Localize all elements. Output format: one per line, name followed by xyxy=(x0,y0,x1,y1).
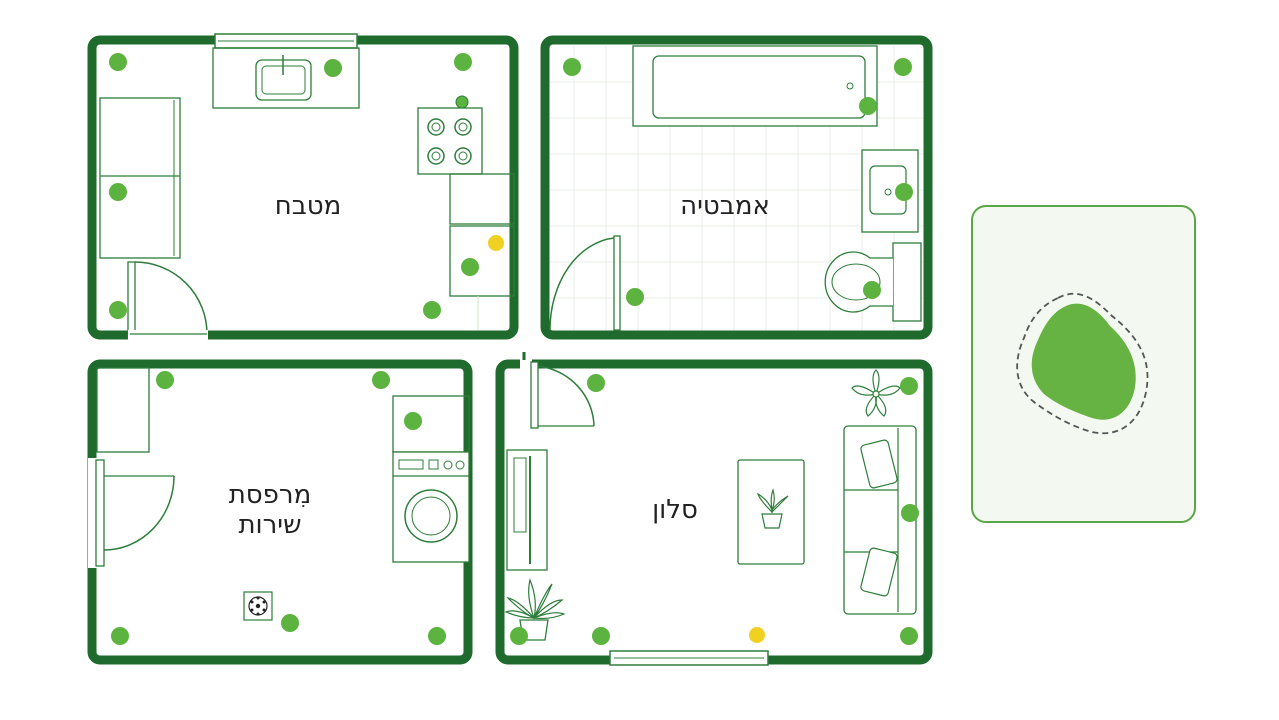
sensor-point[interactable] xyxy=(423,301,441,319)
sensor-point[interactable] xyxy=(455,95,469,109)
sensor-point-warning[interactable] xyxy=(488,235,504,251)
sensor-point[interactable] xyxy=(900,377,918,395)
sensor-point[interactable] xyxy=(109,301,127,319)
kitchen-label: מטבח xyxy=(274,191,342,221)
living-label: סלון xyxy=(652,495,698,525)
sensor-point[interactable] xyxy=(109,183,127,201)
window-icon xyxy=(609,650,769,666)
door-icon xyxy=(549,235,621,331)
sensor-point[interactable] xyxy=(895,183,913,201)
bathroom-label: אמבטיה xyxy=(680,191,770,221)
sensor-point[interactable] xyxy=(428,627,446,645)
laundry-label-line1: מִרפסת xyxy=(228,480,312,510)
window-icon xyxy=(214,33,358,49)
sensor-point[interactable] xyxy=(461,258,479,276)
sensor-point[interactable] xyxy=(901,504,919,522)
bathtub-icon xyxy=(632,45,878,127)
sensor-point[interactable] xyxy=(404,412,422,430)
sensor-point[interactable] xyxy=(324,59,342,77)
plant-icon xyxy=(756,488,789,529)
laundry-room[interactable] xyxy=(87,359,473,665)
sensor-point[interactable] xyxy=(372,371,390,389)
sensor-point[interactable] xyxy=(454,53,472,71)
sensor-point[interactable] xyxy=(587,374,605,392)
door-icon xyxy=(127,261,208,340)
sensor-point[interactable] xyxy=(109,53,127,71)
plant-icon xyxy=(851,369,901,417)
sensor-point[interactable] xyxy=(626,288,644,306)
tv-icon xyxy=(506,449,548,571)
sensor-point[interactable] xyxy=(900,627,918,645)
laundry-label-line2: שירות xyxy=(238,510,302,540)
door-icon xyxy=(88,458,175,568)
living-room[interactable] xyxy=(495,350,933,666)
door-icon xyxy=(520,350,595,429)
blob-icon xyxy=(1016,292,1149,435)
sensor-point[interactable] xyxy=(563,58,581,76)
sensor-points xyxy=(109,53,919,645)
kitchen-room[interactable] xyxy=(87,33,519,340)
sensor-point-warning[interactable] xyxy=(749,627,765,643)
sensor-point[interactable] xyxy=(510,627,528,645)
sensor-point[interactable] xyxy=(592,627,610,645)
stove-icon xyxy=(427,118,472,165)
bathroom-room[interactable] xyxy=(540,35,933,340)
sensor-point[interactable] xyxy=(281,614,299,632)
washing-machine-icon xyxy=(392,451,470,563)
sensor-point[interactable] xyxy=(894,58,912,76)
legend-card xyxy=(971,205,1196,523)
sensor-point[interactable] xyxy=(111,627,129,645)
sensor-point[interactable] xyxy=(859,97,877,115)
floor-drain-icon xyxy=(243,591,273,621)
sofa-icon xyxy=(843,425,917,615)
sink-icon xyxy=(255,55,312,101)
sensor-point[interactable] xyxy=(156,371,174,389)
sensor-point[interactable] xyxy=(863,281,881,299)
